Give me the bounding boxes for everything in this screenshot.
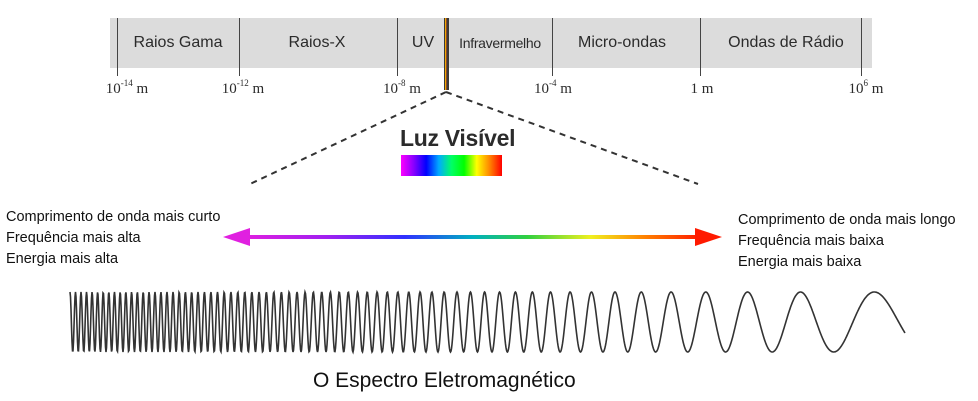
scale-tick-label: 10-12 m (221, 78, 265, 97)
short-wavelength-label: Comprimento de onda mais curto (6, 209, 221, 225)
band-gamma-rays: Raios Gama (133, 34, 223, 51)
band-radio-waves: Ondas de Rádio (728, 34, 844, 51)
high-energy-label: Energia mais alta (6, 251, 119, 267)
long-wavelength-label: Comprimento de onda mais longo (738, 212, 956, 228)
visible-light-stripe (444, 18, 449, 90)
high-frequency-label: Frequência mais alta (6, 230, 141, 246)
band-uv: UV (411, 34, 435, 51)
scale-tick-label: 106 m (848, 78, 884, 97)
visible-light-color-bar (401, 155, 502, 176)
low-frequency-label: Frequência mais baixa (738, 233, 884, 249)
diagram-caption: O Espectro Eletromagnético (313, 369, 576, 392)
visible-light-title: Luz Visível (400, 125, 516, 151)
long-wavelength-description: Comprimento de onda mais longo Frequênci… (738, 210, 956, 273)
scale-tick-label: 10-4 m (534, 78, 572, 97)
low-energy-label: Energia mais baixa (738, 254, 862, 270)
spectrum-band-bar (110, 18, 872, 68)
scale-tick-label: 1 m (690, 81, 714, 97)
short-wavelength-description: Comprimento de onda mais curto Frequênci… (6, 207, 220, 270)
scale-tick-label: 10-8 m (383, 78, 421, 97)
tick-mark (552, 18, 553, 76)
tick-mark (117, 18, 118, 76)
tick-mark (239, 18, 240, 76)
band-x-rays: Raios-X (288, 34, 346, 51)
band-infrared: Infravermelho (459, 35, 541, 51)
band-microwaves: Micro-ondas (577, 34, 667, 51)
tick-mark (397, 18, 398, 76)
tick-mark (700, 18, 701, 76)
tick-mark (861, 18, 862, 76)
scale-tick-label: 10-14 m (105, 78, 149, 97)
